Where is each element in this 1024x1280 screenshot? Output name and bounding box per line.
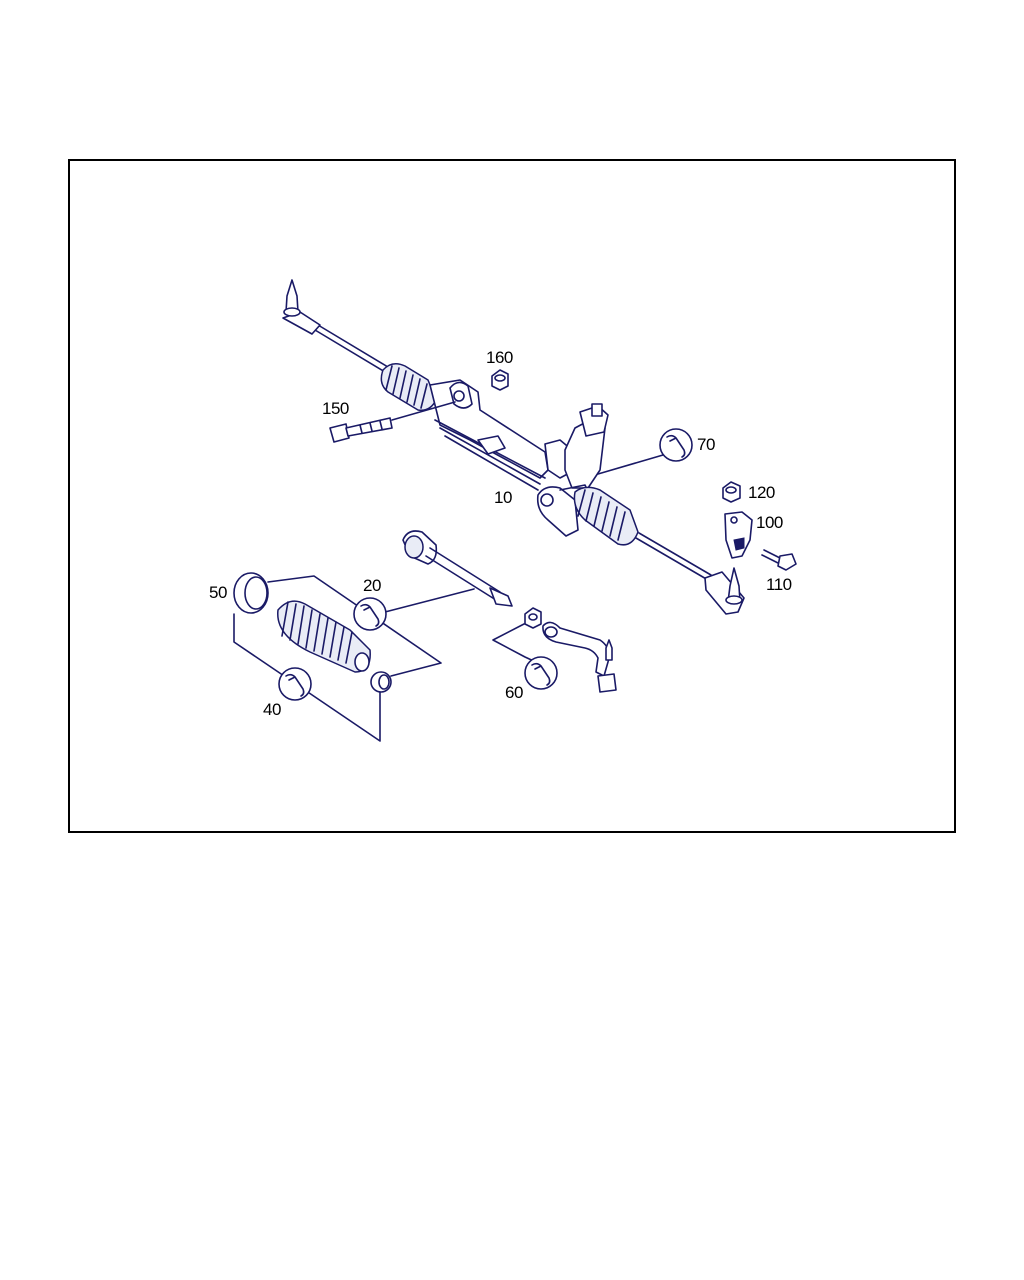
wrench-icon <box>353 597 387 631</box>
label-part-110: 110 <box>766 575 792 594</box>
right-tie-rod-end <box>704 567 745 615</box>
bolt-150 <box>329 417 393 443</box>
wrench-icon <box>659 428 693 462</box>
label-part-70: 70 <box>697 435 715 454</box>
bolt-110 <box>761 549 797 571</box>
wrench-icon <box>278 667 312 701</box>
right-rack-boot <box>573 486 639 546</box>
label-part-150: 150 <box>322 399 349 418</box>
pinion-valve-housing <box>536 403 609 537</box>
ring-50 <box>233 572 269 614</box>
boot-40 <box>277 600 371 673</box>
diagram-frame <box>68 159 956 833</box>
left-rack-boot <box>380 363 437 412</box>
leader-150 <box>391 401 456 421</box>
wrench-icon <box>524 656 558 690</box>
label-part-50: 50 <box>209 583 227 602</box>
nut-160 <box>491 369 509 391</box>
inner-tie-rod-20 <box>402 530 513 607</box>
label-part-20: 20 <box>363 576 381 595</box>
label-part-60: 60 <box>505 683 523 702</box>
label-part-40: 40 <box>263 700 281 719</box>
left-tie-rod-end <box>282 279 321 335</box>
steering-rack-assembly <box>282 279 745 615</box>
bracket-100 <box>724 511 753 559</box>
label-part-120: 120 <box>748 483 775 502</box>
clamp-ring <box>370 671 392 693</box>
label-part-160: 160 <box>486 348 513 367</box>
label-part-10: 10 <box>494 488 512 507</box>
tie-rod-end-60 <box>524 607 617 693</box>
nut-120 <box>722 481 741 503</box>
label-part-100: 100 <box>756 513 783 532</box>
